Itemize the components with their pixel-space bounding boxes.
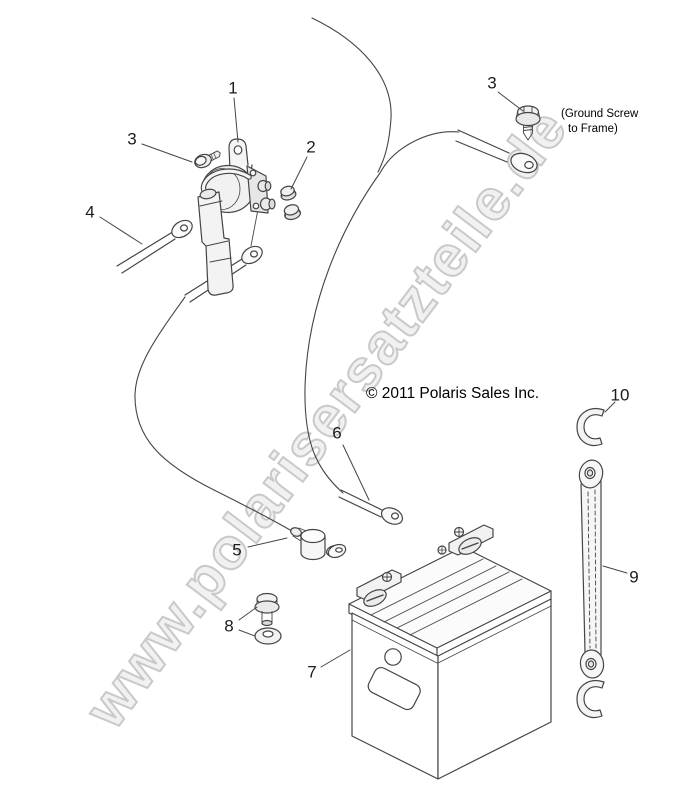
- ground-screw: [515, 105, 541, 141]
- starter-solenoid: [197, 138, 276, 296]
- solenoid-cables: [116, 203, 263, 303]
- callout-1-solenoid: 1: [228, 78, 238, 98]
- callout-2-nuts: 2: [306, 137, 316, 157]
- strap-hook-top: [576, 408, 605, 447]
- ground-cable-ring-terminal: [455, 129, 538, 174]
- callout-9-strap: 9: [629, 567, 639, 587]
- ground-cable-end: [338, 489, 404, 525]
- callout-10-hook: 10: [610, 385, 630, 405]
- leader-lines: [99, 91, 628, 668]
- callout-3-ground-screw: 3: [487, 73, 497, 93]
- terminal-bolt-washer: [254, 592, 282, 645]
- callout-4-solenoid-cable: 4: [85, 202, 95, 222]
- copyright-text: © 2011 Polaris Sales Inc.: [366, 385, 540, 402]
- callout-5-terminal-boot: 5: [232, 540, 242, 560]
- hold-down-strap: [578, 459, 605, 679]
- ground-screw-note: (Ground Screw to Frame): [561, 107, 638, 137]
- callout-7-battery: 7: [307, 662, 317, 682]
- ground-screw-note-line1: (Ground Screw: [561, 108, 639, 120]
- cable-routing-curves: [134, 17, 460, 538]
- callout-6-ground-cable: 6: [332, 423, 342, 443]
- callout-3-solenoid-screw: 3: [127, 129, 137, 149]
- battery: [348, 524, 552, 780]
- strap-hook-bottom: [576, 680, 605, 719]
- ground-screw-note-line2: to Frame): [568, 122, 618, 135]
- solenoid-mount-screw: [194, 150, 221, 169]
- callout-8-bolt-washer: 8: [224, 616, 234, 636]
- battery-terminal-washer: [327, 543, 347, 559]
- flange-nuts: [280, 185, 302, 221]
